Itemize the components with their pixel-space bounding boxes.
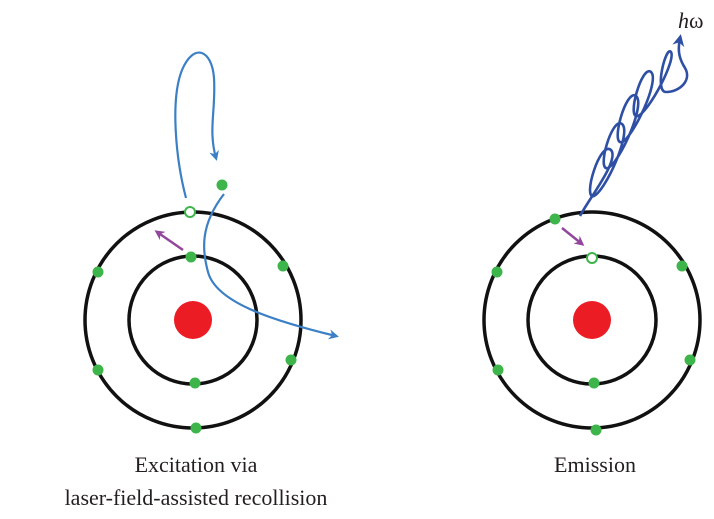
planck-symbol: h [678,8,689,33]
de-excitation-arrow [561,227,585,246]
electron [590,424,602,436]
electron [92,266,104,278]
electron [190,422,202,434]
electron [189,377,201,389]
electron [285,354,297,366]
nucleus [573,301,611,339]
emission-atom: hω [482,8,703,436]
recolliding-electron [216,179,228,191]
excitation-caption-line2: laser-field-assisted recollision [65,485,328,510]
electron-return-trajectory [174,51,219,199]
excitation-atom [83,51,339,434]
excited-electron [549,213,561,225]
electron [491,266,503,278]
excitation-arrow [154,230,184,252]
electron [684,354,696,366]
electron [277,260,289,272]
electron [185,251,197,263]
electron-vacancy [184,206,196,218]
omega-symbol: ω [689,8,703,33]
nucleus [174,301,212,339]
photon-energy-label: hω [678,8,703,33]
electron-vacancy [586,252,598,264]
electron [492,364,504,376]
electron [92,364,104,376]
electron-scatter-trajectory [203,193,339,340]
electron [676,260,688,272]
emission-caption: Emission [554,452,636,477]
excitation-caption-line1: Excitation via [135,452,258,477]
electron [588,377,600,389]
photon-wave [578,34,689,217]
